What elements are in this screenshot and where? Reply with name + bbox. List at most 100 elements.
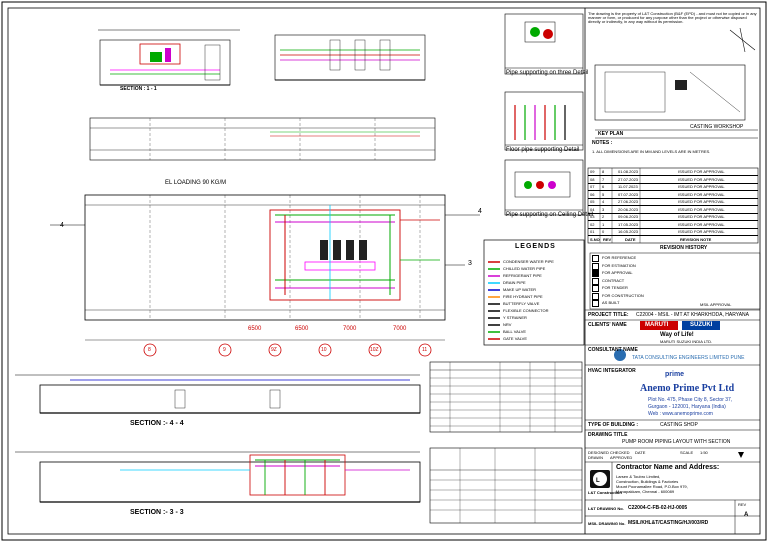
status-label: FOR CONSTRUCTION <box>602 292 644 298</box>
section-1-1-label: SECTION : 1 - 1 <box>120 86 157 92</box>
drawn-label: DRAWN <box>588 455 603 460</box>
hvac-label: HVAC INTEGRATOR <box>588 368 636 374</box>
revision-cell: 27.07.2023 <box>618 176 639 182</box>
detail-pipe-support-ceiling: Pipe supporting on Ceiling Detail <box>506 212 594 218</box>
approval-stamp: MSIL APPROVAL <box>700 302 732 307</box>
note-1: 1. ALL DIMENSIONS ARE IN MM AND LEVELS A… <box>592 149 711 154</box>
revision-cell: 04 <box>590 206 595 212</box>
status-label: FOR REFERENCE <box>602 255 637 260</box>
section-4-4-label: SECTION :- 4 - 4 <box>130 420 184 427</box>
revision-cell: 02 <box>590 221 595 227</box>
section-marker-3: 3 <box>468 260 472 267</box>
section-3-3-drawing <box>15 451 421 503</box>
consultant-name: TATA CONSULTING ENGINEERS LIMITED PUNE <box>632 355 745 361</box>
grid-dim-1: 6500 <box>248 326 262 332</box>
rev-label: REV <box>738 502 747 507</box>
revision-cell: 08 <box>590 176 595 182</box>
rev-col-note: REVISION NOTE <box>680 237 712 242</box>
legend-title: LEGENDS <box>515 243 556 250</box>
revision-cell: ISSUED FOR APPROVAL <box>678 184 725 189</box>
revision-cell: ISSUED FOR APPROVAL <box>678 214 725 219</box>
date-label: DATE <box>635 450 646 455</box>
legend-item: FIRE HYDRANT PIPE <box>503 294 543 299</box>
revision-cell: ISSUED FOR APPROVAL <box>678 229 725 234</box>
revision-cell: 20.06.2023 <box>618 206 639 212</box>
section-marker-4-right: 4 <box>478 208 482 215</box>
revision-cell: 16.05.2023 <box>618 229 639 234</box>
header-note: The drawing is the property of L&T Const… <box>588 11 757 24</box>
title-block-lines <box>585 309 760 534</box>
drawing-title-label: DRAWING TITLE <box>588 432 628 438</box>
revision-cell: 05 <box>590 199 595 204</box>
revision-cell: ISSUED FOR APPROVAL <box>678 169 725 174</box>
client-brand-maruti: MARUTI <box>645 322 669 328</box>
revision-cell: 09.06.2023 <box>618 214 639 219</box>
status-label: FOR TENDER <box>602 285 628 290</box>
detail-pipe-support-three: Pipe supporting on three Detail <box>506 70 589 76</box>
revision-cell: ISSUED FOR APPROVAL <box>678 221 725 227</box>
plan-strip <box>89 117 436 161</box>
svg-text:L: L <box>596 478 600 484</box>
legend-item: GATE VALVE <box>503 336 528 341</box>
revision-cell: ISSUED FOR APPROVAL <box>678 199 725 204</box>
revision-cell: 3 <box>602 206 605 212</box>
project-title: C22004 - MSIL - IMT AT KHARKHODA, HARYAN… <box>636 312 749 318</box>
grid-dim-4: 7000 <box>393 326 407 332</box>
revision-cell: 1 <box>602 221 605 227</box>
building-type: CASTING SHOP <box>660 422 698 428</box>
integrator-logo: prime <box>665 371 685 378</box>
revision-cell: ISSUED FOR APPROVAL <box>678 176 725 182</box>
integrator-city: Gurgaon - 122001, Haryana (India) <box>648 404 726 410</box>
grid-label-10z: 10Z <box>370 347 379 353</box>
key-plan-drawing <box>594 27 758 139</box>
legend-item: BUTTERFLY VALVE <box>503 301 540 306</box>
revision-row: 01 0 16.05.2023 ISSUED FOR APPROVAL <box>588 228 758 236</box>
designed-label: DESIGNED <box>588 450 609 455</box>
status-checkbox <box>592 270 599 277</box>
client-tagline: Way of Life! <box>660 332 694 338</box>
notes-title: NOTES : <box>592 140 613 146</box>
revision-history-title: REVISION HISTORY <box>660 245 708 251</box>
legend-box <box>483 239 585 346</box>
consultant-label: CONSULTANT NAME <box>588 347 638 353</box>
msil-drawing-label: MSIL DRAWING No. <box>588 521 626 526</box>
scale-value: 1:50 <box>700 450 708 455</box>
contractor-title: Contractor Name and Address: <box>616 464 720 471</box>
rev-value: A <box>744 512 749 518</box>
legend-item: CONDENSER WATER PIPE <box>503 259 554 264</box>
building-type-label: TYPE OF BUILDING : <box>588 422 638 428</box>
rev-col-sno: S.NO <box>590 237 600 242</box>
grid-dim-2: 6500 <box>295 326 309 332</box>
legend-item: Y STRAINER <box>503 315 527 320</box>
legend-item: DRAIN PIPE <box>503 280 526 285</box>
revision-cell: ISSUED FOR APPROVAL <box>678 206 725 212</box>
key-plan-marker: CASTING WORKSHOP <box>690 124 744 130</box>
contractor-line-1: Larsen & Toubro Limited, <box>616 474 661 479</box>
approved-label: APPROVED <box>610 455 633 460</box>
section-4-4-drawing <box>15 374 421 414</box>
legend-item: CHILLED WATER PIPE <box>503 266 546 271</box>
grid-label-8: 8 <box>148 347 151 353</box>
msil-drawing-no: MSIL/KHL&T/CASTING/HJ/003/RD <box>628 520 709 526</box>
legend-item: REFRIGERANT PIPE <box>503 273 542 278</box>
client-sub: MARUTI SUZUKI INDIA LTD. <box>660 339 713 344</box>
revision-cell: 11.07.2023 <box>618 184 638 189</box>
grid-label-9z: 9Z <box>271 347 277 353</box>
revision-cell: 0 <box>602 229 605 234</box>
contractor-line-4: Manapakkam, Chennai - 600089 <box>616 489 675 494</box>
revision-cell: 01 <box>590 229 595 234</box>
legend-item: MAKE UP WATER <box>503 287 537 292</box>
project-title-label: PROJECT TITLE: <box>588 312 629 318</box>
revision-cell: 5 <box>602 191 605 197</box>
main-pump-room-plan <box>50 194 480 321</box>
status-checkbox <box>592 255 599 262</box>
legend-item: FLEXIBLE CONNECTOR <box>503 308 549 313</box>
lt-logo-text: L&T Construction <box>588 490 622 495</box>
legend-item: NRV <box>503 322 512 327</box>
